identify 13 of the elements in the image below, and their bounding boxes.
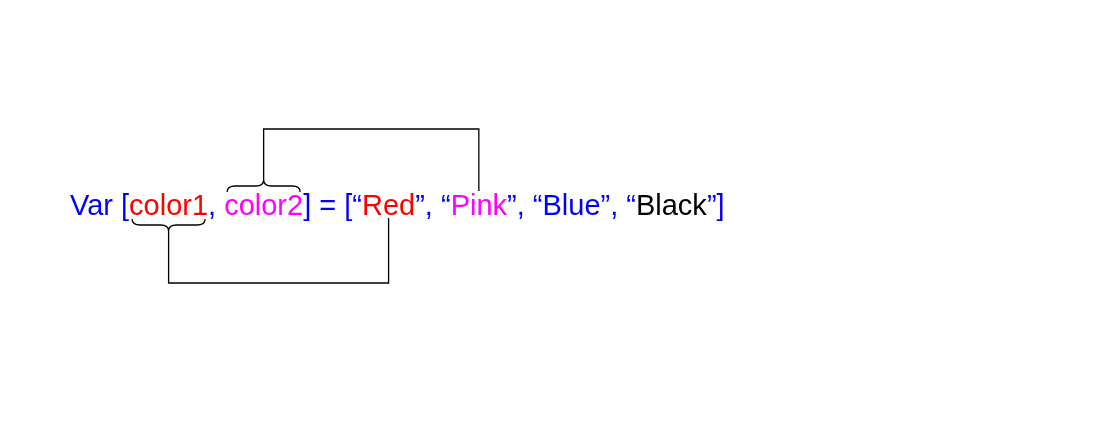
code-token: color1 — [129, 189, 209, 221]
code-text: , — [208, 189, 217, 221]
bracket-connector — [226, 128, 480, 193]
bracket-connector — [131, 217, 390, 284]
code-text: ”, “ — [415, 189, 451, 221]
code-token: Pink — [450, 189, 508, 221]
code-token: color2 — [224, 189, 304, 221]
code-token: Red — [362, 189, 416, 221]
code-text: ] = [“ — [303, 189, 362, 221]
code-text: Black — [635, 189, 707, 221]
code-text: ”, “Blue”, “ — [507, 189, 636, 221]
code-text: ”] — [706, 189, 725, 221]
code-text: Var [ — [70, 189, 130, 221]
